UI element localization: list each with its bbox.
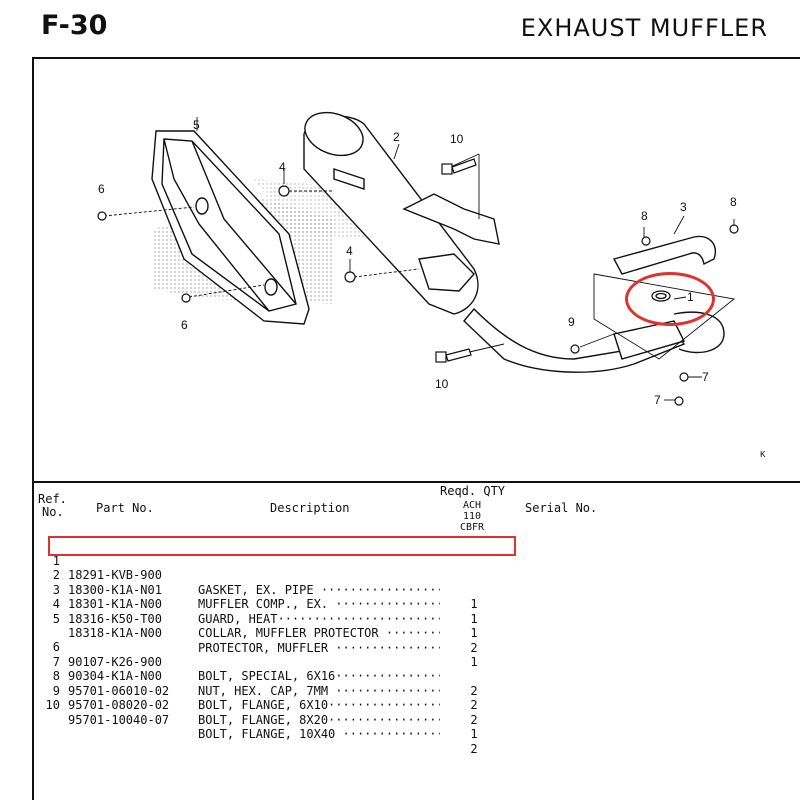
part-no-cell: 18301-K1A-N00 [68,597,162,611]
diagram-corner-code: K [760,450,766,460]
row-highlight-box [48,536,516,556]
model-line1: ACH [462,500,482,511]
table-row[interactable]: 5 18318-K1A-N00 PROTECTOR, MUFFLER ·····… [34,597,514,670]
ref-cell: 9 [52,683,60,698]
ref-no-header: Ref. No. [38,493,67,519]
model-line3: CBFR [459,522,485,533]
ref-cell: 6 [52,640,60,654]
callout-8-left: 8 [641,209,648,223]
callout-4-bottom: 4 [346,244,353,258]
part-no-cell: 18316-K50-T00 [68,611,162,626]
description-cell: BOLT, FLANGE, 10X40 ····················… [198,727,440,741]
table-row[interactable]: 3 18301-K1A-N00 GUARD, HEAT·············… [34,568,514,641]
description-cell: MUFFLER COMP., EX. ·····················… [198,597,440,611]
part-no-header: Part No. [96,501,154,515]
ref-header-line2: No. [42,505,64,519]
table-row[interactable]: 7 90304-K1A-N00 NUT, HEX. CAP, 7MM ·····… [34,640,514,713]
part-no-cell: 18300-K1A-N01 [68,582,162,597]
callout-7-bottom: 7 [654,393,661,407]
muffler-comp-part [303,111,686,373]
qty-cell: 1 [470,727,478,741]
description-cell: PROTECTOR, MUFFLER ·····················… [198,640,440,655]
description-cell: BOLT, FLANGE, 8X20······················… [198,712,440,727]
gasket-highlight-ring [625,272,715,326]
qty-cell: 2 [470,683,478,698]
part-no-cell: 95701-10040-07 [68,712,170,727]
ref-cell: 8 [52,669,60,683]
qty-cell: 2 [470,712,478,727]
ref-cell: 1 [52,553,60,568]
qty-cell: 1 [470,626,478,640]
callout-5: 5 [193,118,200,132]
qty-cell: 2 [470,640,478,655]
callout-4-top: 4 [279,160,286,174]
qty-cell: 1 [470,597,478,611]
callout-3: 3 [680,200,687,214]
page-title: EXHAUST MUFFLER [520,14,768,42]
heat-guard-part [612,235,725,360]
description-header: Description [270,501,350,515]
header-divider [32,57,800,59]
model-line2: 110 [462,511,482,522]
left-border [32,57,34,800]
fasteners [97,158,739,406]
ref-cell: 2 [52,568,60,582]
table-row[interactable]: 6 90107-K26-900 BOLT, SPECIAL, 6X16·····… [34,626,514,698]
callout-8-right: 8 [730,195,737,209]
table-row[interactable]: 9 95701-08020-02 BOLT, FLANGE, 8X20·····… [34,669,514,742]
part-no-cell: 90304-K1A-N00 [68,669,162,683]
callout-6-bottom: 6 [181,318,188,332]
serial-no-header: Serial No. [525,501,598,515]
callout-7-right: 7 [702,370,709,384]
description-cell: BOLT, SPECIAL, 6X16·····················… [198,669,440,683]
callout-6-top: 6 [98,182,105,196]
table-row[interactable]: 8 95701-06010-02 BOLT, FLANGE, 6X10·····… [34,655,514,727]
reqd-qty-header: Reqd. QTY [440,484,506,498]
ref-header-line1: Ref. [38,492,67,506]
part-no-cell: 18291-KVB-900 [68,568,162,582]
parts-table: 1 18291-KVB-900 GASKET, EX. PIPE ·······… [34,539,514,756]
qty-cell: 2 [470,698,478,712]
ref-cell: 3 [52,582,60,597]
model-header: ACH 110 CBFR [457,500,487,533]
table-row[interactable]: 4 18316-K50-T00 COLLAR, MUFFLER PROTECTO… [34,583,514,655]
qty-cell: 2 [470,741,478,756]
muffler-protector-part [151,130,310,325]
part-no-cell: 95701-06010-02 [68,683,170,698]
ref-cell: 7 [52,654,60,669]
description-cell: GUARD, HEAT·····························… [198,611,440,626]
part-no-cell: 18318-K1A-N00 [68,626,162,640]
callout-10-top: 10 [450,132,464,146]
page-code: F-30 [41,10,108,41]
ref-cell: 4 [52,597,60,611]
qty-cell: 1 [470,611,478,626]
exploded-diagram: 5 2 10 4 6 4 6 3 8 8 1 9 10 7 7 [97,111,739,407]
callout-9: 9 [568,315,575,329]
ref-cell: 10 [45,698,60,712]
qty-cell: 1 [470,655,478,669]
table-row[interactable]: 10 95701-10040-07 BOLT, FLANGE, 10X40 ··… [34,684,514,756]
callout-2: 2 [393,130,400,144]
ref-cell: 5 [52,611,60,626]
description-cell: COLLAR, MUFFLER PROTECTOR ··············… [198,626,440,640]
table-divider [32,481,800,483]
description-cell: GASKET, EX. PIPE ·······················… [198,582,440,597]
callout-10-bottom: 10 [435,377,449,391]
description-cell: BOLT, FLANGE, 6X10······················… [198,698,440,712]
description-cell: NUT, HEX. CAP, 7MM ·····················… [198,683,440,698]
part-no-cell: 90107-K26-900 [68,654,162,669]
table-row[interactable]: 1 18291-KVB-900 GASKET, EX. PIPE ·······… [34,539,514,612]
part-no-cell: 95701-08020-02 [68,698,170,712]
table-row[interactable]: 2 18300-K1A-N01 MUFFLER COMP., EX. ·····… [34,554,514,626]
